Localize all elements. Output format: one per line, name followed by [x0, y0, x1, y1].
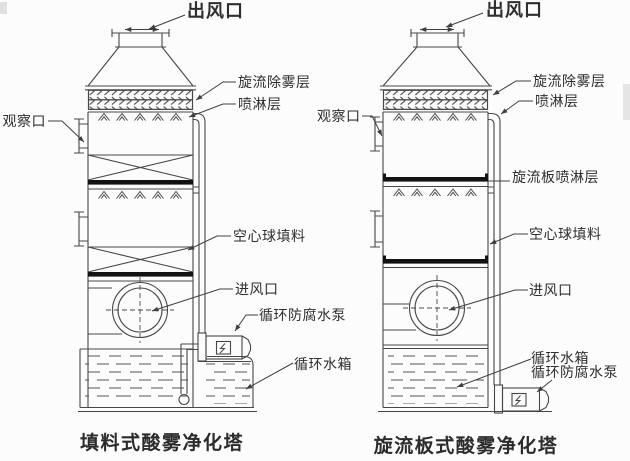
right-leader-lines: [362, 12, 553, 393]
left-support-plate-1: [88, 180, 193, 185]
left-water-tank: [78, 348, 257, 413]
leader-left-observation: [48, 120, 85, 143]
leader-right-inlet: [448, 289, 528, 311]
left-tower-drawing: [74, 27, 257, 413]
left-observation-port-upper: [74, 118, 88, 154]
right-air-inlet-flange: [403, 275, 471, 341]
label-left-pump: 循环防腐水泵: [259, 307, 346, 323]
left-leader-lines: [48, 14, 294, 390]
label-left-packing: 空心球填料: [233, 228, 306, 244]
right-observation-port-upper: [370, 116, 383, 152]
label-left-outlet: 出风口: [187, 1, 244, 21]
leader-left-packing: [187, 235, 231, 251]
left-circulation-pump: [197, 332, 252, 363]
label-right-outlet: 出风口: [486, 0, 543, 20]
label-left-tank: 循环水箱: [294, 356, 352, 372]
leader-right-observation: [362, 115, 383, 137]
caption-left-tower: 填料式酸雾净化塔: [79, 433, 244, 454]
left-air-inlet-flange: [106, 277, 174, 343]
leader-right-outlet: [445, 12, 484, 28]
caption-right-tower: 旋流板式酸雾净化塔: [373, 436, 559, 457]
right-hood: [380, 46, 492, 91]
label-right-inlet: 进风口: [529, 282, 573, 298]
leader-left-spray: [188, 103, 236, 118]
label-right-observation: 观察口: [317, 108, 361, 124]
leader-right-tank: [456, 358, 532, 388]
left-hood: [85, 46, 196, 91]
leader-right-demister: [492, 80, 531, 96]
label-left-demister: 旋流除雾层: [238, 74, 311, 90]
right-external-circulation-pipe: [488, 112, 501, 385]
leader-right-pump: [536, 379, 553, 393]
leader-left-pump: [234, 314, 258, 332]
right-spray-nozzle-row-2: [392, 188, 478, 197]
right-spray-nozzle-row-1: [392, 112, 478, 122]
left-suction-pipe: [178, 343, 198, 406]
left-lightning-icon: [219, 343, 226, 354]
leader-right-spray: [500, 100, 533, 115]
label-right-spray: 喷淋层: [535, 93, 579, 109]
left-observation-port-lower: [74, 211, 88, 247]
label-right-swirl-plate: 旋流板喷淋层: [512, 169, 599, 185]
label-right-tank: 循环水箱: [531, 350, 589, 366]
right-swirl-plate-1: [383, 173, 488, 188]
right-swirl-plate-2: [383, 255, 488, 269]
left-demister-chevron-band: [87, 89, 194, 110]
right-outlet-stack: [410, 27, 465, 48]
label-left-spray: 喷淋层: [238, 96, 282, 112]
leader-left-outlet: [148, 14, 186, 30]
right-pump-motor-box: [511, 392, 527, 407]
left-external-circulation-pipe: [193, 112, 206, 333]
scan-artifacts: [0, 2, 630, 120]
label-right-packing: 空心球填料: [529, 226, 602, 242]
right-circulation-pump: [493, 384, 550, 414]
label-right-demister: 旋流除雾层: [533, 73, 606, 89]
right-tower-drawing: [370, 27, 552, 414]
left-packing-x-section-2: [87, 246, 194, 282]
label-right-pump: 循环防腐水泵: [531, 364, 618, 380]
left-outlet-stack: [111, 27, 170, 48]
leader-left-inlet: [151, 288, 233, 312]
right-demister-chevron-band: [382, 89, 489, 110]
left-pump-motor-box: [215, 340, 232, 355]
left-support-plate-2: [88, 272, 193, 277]
right-lightning-icon: [514, 395, 522, 406]
left-packing-x-section-1: [87, 154, 194, 190]
leader-left-tank: [245, 362, 294, 390]
label-left-observation: 观察口: [2, 113, 46, 129]
leader-right-packing: [489, 233, 528, 245]
left-spray-nozzle-row-2: [97, 190, 183, 200]
right-observation-port-lower: [370, 210, 383, 248]
right-water-tank: [378, 344, 552, 413]
left-spray-nozzle-row-1: [97, 112, 183, 122]
label-left-inlet: 进风口: [235, 281, 279, 297]
left-foot-valve: [178, 393, 190, 406]
leader-left-demister: [195, 81, 236, 101]
